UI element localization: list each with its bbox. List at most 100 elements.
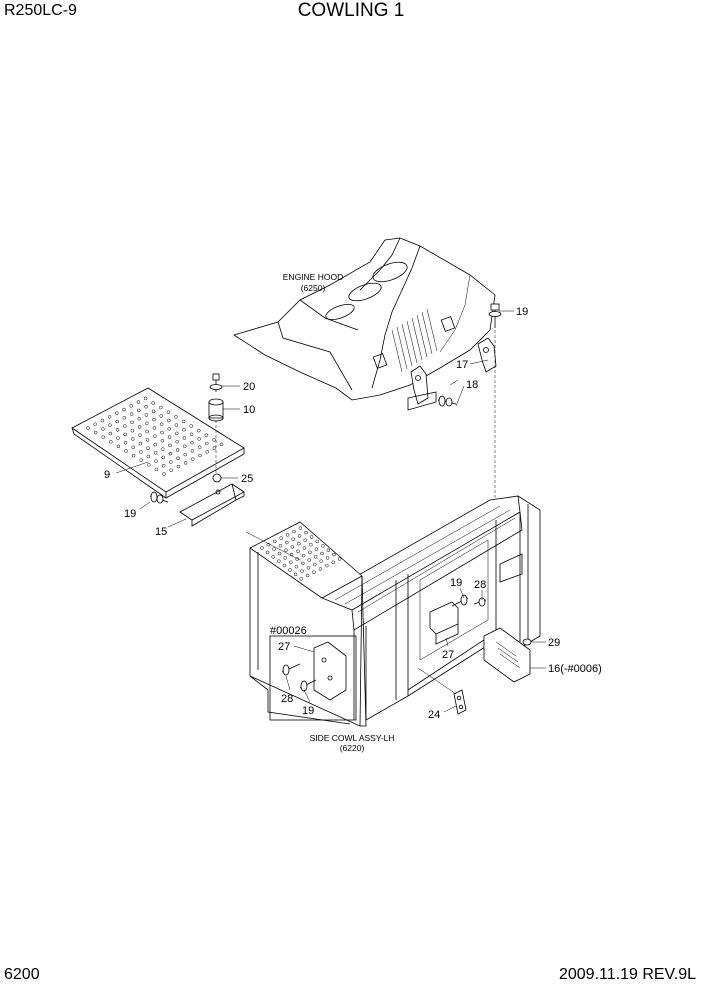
perforation-hole bbox=[161, 447, 165, 451]
bracket-27-right-part[interactable] bbox=[429, 601, 459, 645]
perforation-hole bbox=[166, 410, 171, 414]
perforation-hole bbox=[212, 438, 216, 442]
perforation-hole bbox=[284, 548, 288, 552]
perforation-hole bbox=[93, 422, 97, 427]
plate-16-part[interactable] bbox=[483, 627, 531, 683]
perforation-hole bbox=[297, 541, 301, 546]
perforation-hole bbox=[130, 428, 135, 433]
callout-16: 16(-#0006) bbox=[548, 663, 602, 675]
bolt-19-box-part[interactable] bbox=[299, 679, 317, 692]
perforation-hole bbox=[182, 436, 187, 440]
bolt-28-box-part[interactable] bbox=[281, 663, 301, 676]
callout-19-left: 19 bbox=[124, 508, 136, 520]
perforation-hole bbox=[189, 432, 194, 437]
perforated-plate-part[interactable] bbox=[71, 387, 245, 499]
perforation-hole bbox=[325, 556, 330, 560]
callout-20: 20 bbox=[243, 381, 255, 393]
engine-hood-part[interactable] bbox=[233, 237, 496, 401]
nut-25-part[interactable] bbox=[212, 473, 222, 483]
bolt-20-part[interactable] bbox=[209, 373, 223, 392]
perforation-hole bbox=[182, 427, 186, 432]
perforation-hole bbox=[307, 558, 311, 562]
perforation-hole bbox=[131, 445, 135, 450]
perforation-hole bbox=[160, 439, 165, 443]
bolt-28-right-part[interactable] bbox=[473, 597, 487, 607]
perforation-hole bbox=[108, 423, 112, 427]
perforation-hole bbox=[137, 425, 142, 429]
perforation-hole bbox=[260, 546, 264, 550]
perforation-hole bbox=[151, 409, 156, 414]
perforation-hole bbox=[137, 408, 141, 413]
side-cowl-label: SIDE COWL ASSY-LH bbox=[310, 733, 395, 743]
perforation-hole bbox=[332, 552, 336, 557]
perforation-hole bbox=[116, 444, 121, 449]
callout-18: 18 bbox=[466, 379, 478, 391]
perforation-hole bbox=[174, 423, 179, 427]
bolt-19-top-part[interactable] bbox=[488, 303, 502, 328]
perforation-hole bbox=[145, 438, 150, 442]
perforation-hole bbox=[116, 436, 120, 440]
perforation-hole bbox=[181, 419, 186, 424]
serial-note: #00026 bbox=[270, 625, 307, 637]
perforation-hole bbox=[143, 396, 148, 401]
perforation-hole bbox=[290, 545, 295, 549]
callout-24: 24 bbox=[428, 709, 440, 721]
perforation-hole bbox=[86, 426, 90, 430]
bolt-19-left-part[interactable] bbox=[149, 491, 169, 504]
perforation-hole bbox=[302, 546, 307, 550]
bracket-24-part[interactable] bbox=[453, 689, 467, 715]
perforation-hole bbox=[176, 456, 180, 461]
washer-29-part[interactable] bbox=[522, 638, 532, 646]
callout-28-box: 28 bbox=[281, 693, 293, 705]
perforation-hole bbox=[153, 442, 157, 447]
perforation-hole bbox=[152, 417, 156, 422]
perforation-hole bbox=[124, 449, 128, 453]
perforation-hole bbox=[291, 537, 295, 541]
perforation-hole bbox=[301, 561, 305, 566]
perforation-hole bbox=[277, 551, 282, 556]
rubber-mount-10-part[interactable] bbox=[208, 398, 224, 422]
perforation-hole bbox=[146, 454, 151, 459]
perforation-hole bbox=[190, 449, 195, 453]
perforation-hole bbox=[122, 407, 126, 412]
perforation-hole bbox=[277, 559, 281, 563]
perforation-hole bbox=[122, 416, 127, 420]
perforation-hole bbox=[299, 577, 303, 581]
perforation-hole bbox=[152, 426, 157, 430]
perforation-hole bbox=[144, 404, 148, 409]
perforation-hole bbox=[153, 434, 157, 438]
bolt-19-mid-part[interactable] bbox=[451, 594, 469, 607]
perforation-hole bbox=[318, 567, 323, 571]
perforation-hole bbox=[293, 572, 298, 577]
serial-detail-box bbox=[269, 635, 357, 721]
perforation-hole bbox=[326, 548, 331, 552]
perforation-hole bbox=[130, 420, 134, 425]
perforation-hole bbox=[159, 422, 164, 426]
perforation-hole bbox=[301, 553, 306, 558]
perforation-hole bbox=[337, 557, 342, 561]
perforation-hole bbox=[101, 435, 105, 439]
bracket-15-part[interactable] bbox=[179, 483, 245, 527]
perforation-hole bbox=[292, 529, 296, 534]
perforation-hole bbox=[138, 433, 142, 438]
bolt-18-part[interactable] bbox=[437, 395, 457, 407]
perforation-hole bbox=[321, 544, 325, 548]
latch-17-part[interactable] bbox=[407, 337, 497, 411]
perforation-hole bbox=[205, 450, 209, 454]
perforation-hole bbox=[123, 424, 127, 428]
perforation-hole bbox=[108, 431, 113, 436]
perforation-hole bbox=[313, 555, 318, 559]
side-cowl-frame-part[interactable] bbox=[249, 495, 541, 727]
perforation-hole bbox=[151, 401, 155, 405]
perforation-hole bbox=[183, 461, 188, 465]
callout-9: 9 bbox=[104, 469, 110, 481]
perforation-hole bbox=[176, 464, 181, 469]
perforation-hole bbox=[309, 535, 314, 539]
perforation-hole bbox=[278, 544, 283, 548]
perforation-hole bbox=[101, 427, 105, 431]
perforation-hole bbox=[309, 542, 313, 547]
perforation-hole bbox=[279, 536, 283, 540]
revision-date: 2009.11.19 REV.9L bbox=[558, 966, 696, 983]
perforation-hole bbox=[183, 452, 187, 457]
engine-hood-code: (6250) bbox=[301, 283, 326, 293]
